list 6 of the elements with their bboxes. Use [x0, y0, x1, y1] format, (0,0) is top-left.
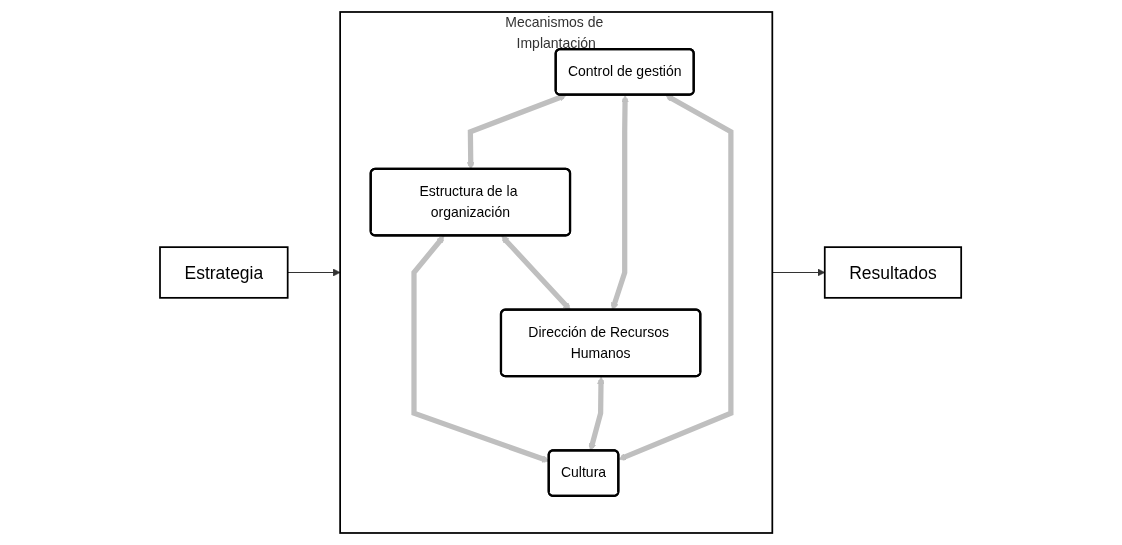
arrow	[501, 235, 572, 311]
node-box: Estrategia	[159, 246, 289, 299]
arrow	[411, 235, 550, 463]
arrow	[618, 94, 734, 461]
arrow	[772, 268, 826, 277]
node-box: Resultados	[824, 246, 963, 299]
